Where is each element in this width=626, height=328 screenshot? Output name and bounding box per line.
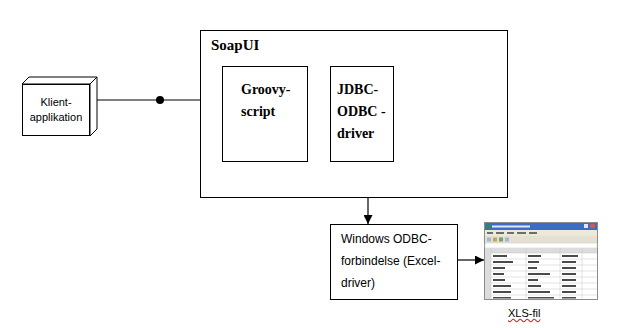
node-label: Groovy- script [241, 79, 303, 123]
cube-front [23, 85, 90, 136]
container-heading: SoapUI [211, 36, 497, 54]
driver-box: JDBC- ODBC -driver [330, 66, 394, 162]
node-label: Windows ODBC- forbindelse (Excel-driver) [341, 228, 451, 294]
cube-top [22, 77, 97, 84]
cube-outline [22, 84, 90, 136]
container-box: SoapUI Groovy- script JDBC- ODBC -driver [200, 30, 508, 198]
node-label: JDBC- ODBC -driver [337, 79, 391, 145]
node-label: XLS-fil [508, 306, 596, 320]
node-label: Klient- applikation [25, 95, 87, 125]
cube-side [90, 77, 97, 136]
connection-box: Windows ODBC- forbindelse (Excel-driver) [330, 224, 458, 300]
spreadsheet-illustration [484, 222, 598, 300]
flow-arrow [458, 259, 484, 260]
client-cube: Klient- applikation [22, 84, 90, 136]
file-node: XLS-fil [484, 222, 600, 322]
process-box: Groovy- script [222, 66, 308, 162]
